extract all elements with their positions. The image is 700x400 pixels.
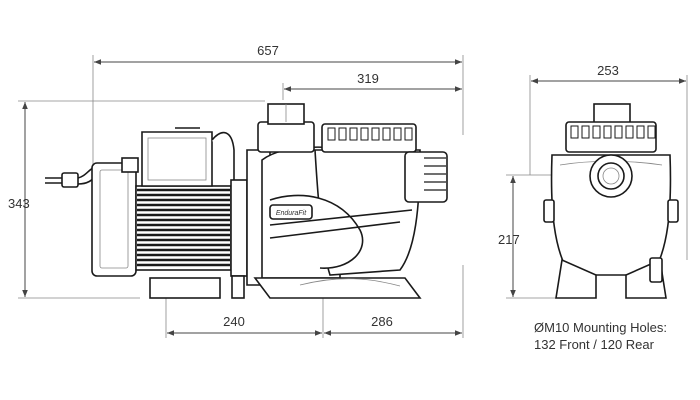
inlet-port <box>404 151 448 203</box>
motor-cooling-fins <box>137 188 230 267</box>
dimension-width: 253 <box>597 63 619 78</box>
dimension-outlet-to-end: 319 <box>357 71 379 86</box>
power-plug <box>45 165 97 188</box>
motor-body <box>135 185 232 271</box>
pump-side-view: EnduraFit <box>45 103 448 299</box>
mounting-holes-line-2: 132 Front / 120 Rear <box>534 337 654 352</box>
pot-lid <box>321 123 417 153</box>
outlet-port <box>257 121 315 153</box>
terminal-box <box>141 131 213 187</box>
mounting-holes-line-1: ØM10 Mounting Holes: <box>534 320 667 335</box>
motor-end-cap <box>91 162 137 277</box>
pump-base <box>253 277 422 299</box>
dimension-base-rear: 286 <box>371 314 393 329</box>
motor-base-foot <box>149 277 221 299</box>
mounting-holes-note: ØM10 Mounting Holes: 132 Front / 120 Rea… <box>534 319 667 353</box>
dimension-overall-length: 657 <box>257 43 279 58</box>
dimension-height: 343 <box>8 196 30 211</box>
dimension-pot-height: 217 <box>498 232 520 247</box>
pump-front-view <box>543 103 679 299</box>
dimension-base-front: 240 <box>223 314 245 329</box>
dimension-lines <box>18 55 688 338</box>
front-drain-plug <box>649 257 663 283</box>
brand-label: EnduraFit <box>276 210 307 217</box>
